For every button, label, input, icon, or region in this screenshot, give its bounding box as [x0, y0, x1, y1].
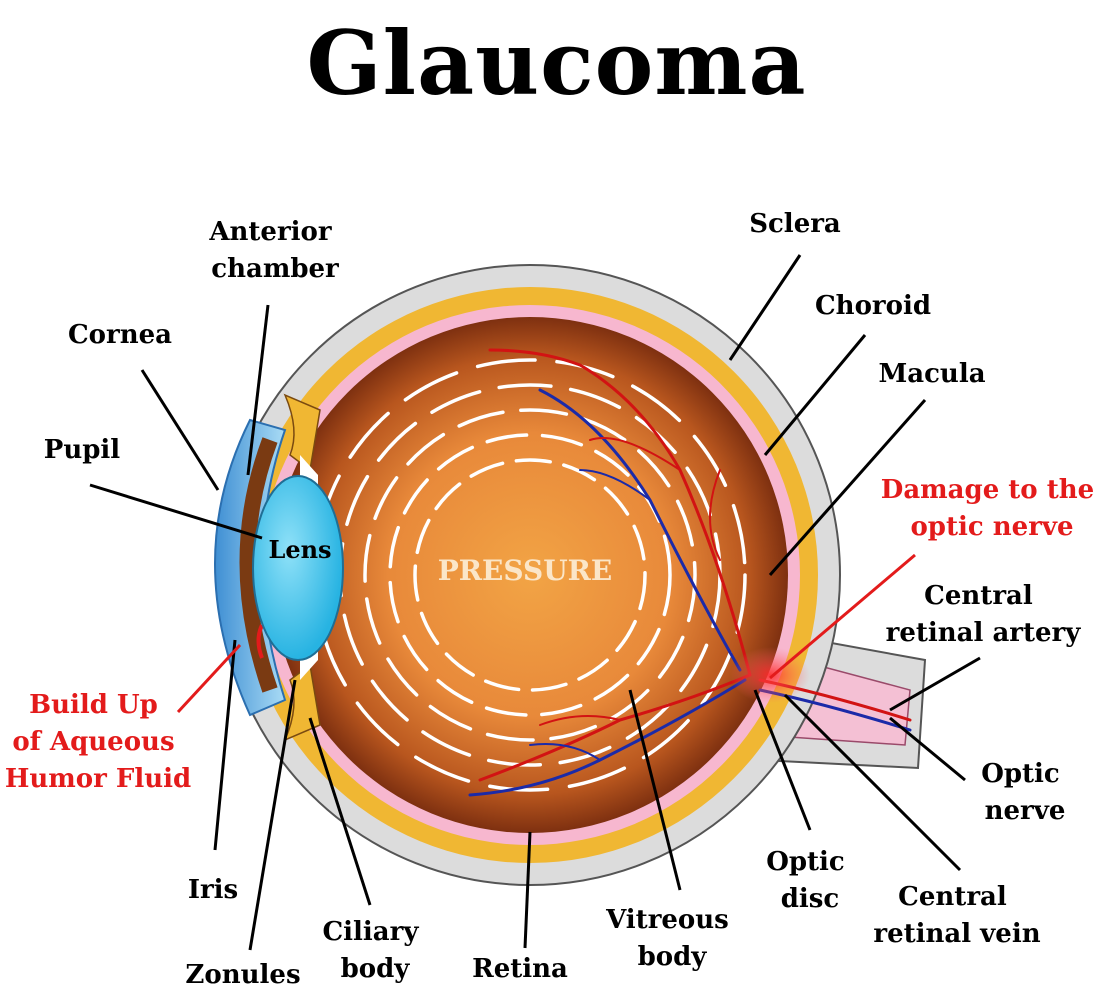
- label-central-retinal-vein-line2: retinal vein: [873, 919, 1040, 949]
- label-ciliary-body-line1: Ciliary: [322, 917, 419, 947]
- label-vitreous-body-line1: Vitreous: [605, 905, 729, 935]
- diagram-title: Glaucoma: [306, 11, 807, 115]
- leader-lines: [89, 254, 981, 951]
- callout-lines: [176, 553, 916, 714]
- label-damage-optic-nerve: Damage to the optic nerve: [881, 475, 1103, 542]
- label-central-retinal-artery-line1: Central: [924, 581, 1033, 611]
- label-anterior-chamber-line2: chamber: [211, 254, 339, 284]
- label-optic-nerve-line2: nerve: [985, 796, 1066, 826]
- label-central-retinal-vein: Central retinal vein: [873, 882, 1040, 949]
- label-central-retinal-artery-line2: retinal artery: [886, 618, 1082, 648]
- label-pupil-line1: Pupil: [44, 435, 121, 465]
- label-optic-nerve: Optic nerve: [981, 759, 1069, 826]
- label-build-up-line2: of Aqueous: [12, 727, 174, 757]
- label-damage-optic-nerve-line1: Damage to the: [881, 475, 1094, 505]
- label-sclera: Sclera: [749, 209, 841, 239]
- label-vitreous-body: Vitreous body: [605, 905, 738, 972]
- label-cornea: Cornea: [68, 320, 172, 350]
- label-ciliary-body-line2: body: [341, 954, 411, 984]
- label-optic-disc-line1: Optic: [766, 847, 845, 877]
- label-macula: Macula: [878, 359, 985, 389]
- label-build-up-line1: Build Up: [29, 690, 158, 720]
- label-pupil: Pupil: [44, 435, 121, 465]
- label-retina: Retina: [472, 954, 568, 984]
- retinal-vessels: [468, 348, 912, 797]
- label-ciliary-body: Ciliary body: [322, 917, 427, 984]
- label-zonules-line1: Zonules: [185, 960, 300, 990]
- label-damage-optic-nerve-line2: optic nerve: [910, 512, 1073, 542]
- pressure-label: PRESSURE: [438, 554, 613, 587]
- label-choroid-line1: Choroid: [815, 291, 931, 321]
- label-sclera-line1: Sclera: [749, 209, 841, 239]
- label-macula-line1: Macula: [878, 359, 985, 389]
- label-vitreous-body-line2: body: [638, 942, 708, 972]
- label-iris: Iris: [188, 875, 238, 905]
- label-central-retinal-vein-line1: Central: [898, 882, 1007, 912]
- label-iris-line1: Iris: [188, 875, 238, 905]
- label-central-retinal-artery: Central retinal artery: [886, 581, 1082, 648]
- label-retina-line1: Retina: [472, 954, 568, 984]
- label-anterior-chamber-line1: Anterior: [208, 217, 332, 247]
- label-optic-nerve-line1: Optic: [981, 759, 1060, 789]
- label-build-up-line3: Humor Fluid: [5, 764, 191, 794]
- lens-label: Lens: [268, 535, 331, 564]
- vitreous-shape: [272, 317, 788, 833]
- label-optic-disc: Optic disc: [766, 847, 854, 914]
- label-zonules: Zonules: [185, 960, 300, 990]
- label-optic-disc-line2: disc: [781, 884, 840, 914]
- lens-shape: [252, 475, 344, 661]
- label-build-up: Build Up of Aqueous Humor Fluid: [5, 690, 191, 794]
- label-anterior-chamber: Anterior chamber: [208, 217, 340, 284]
- label-cornea-line1: Cornea: [68, 320, 172, 350]
- label-choroid: Choroid: [815, 291, 931, 321]
